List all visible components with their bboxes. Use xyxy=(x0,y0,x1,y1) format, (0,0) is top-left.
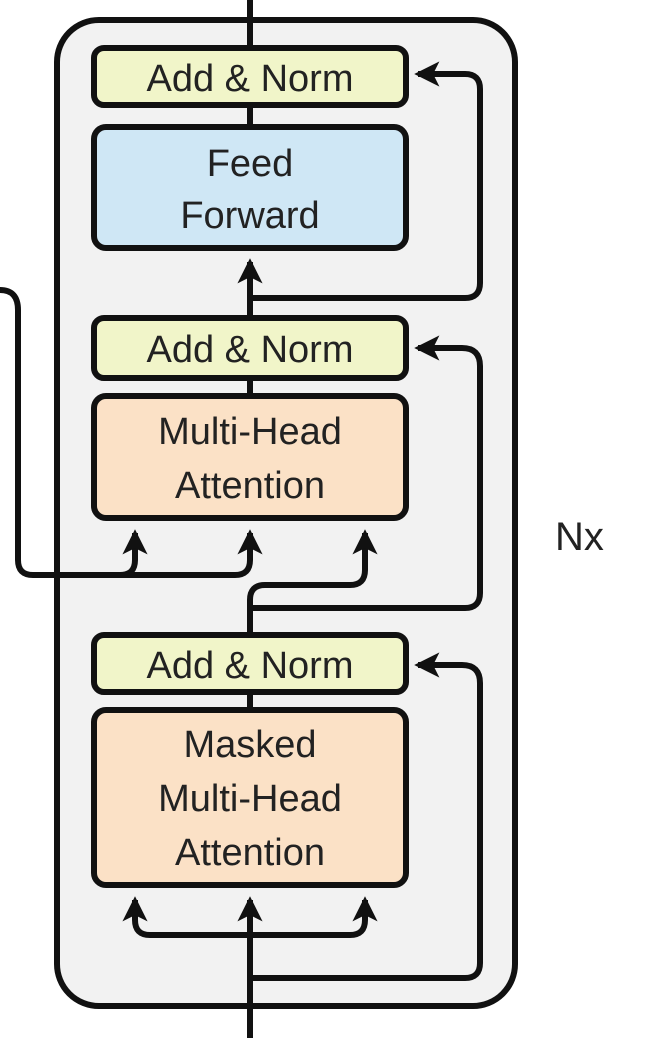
masked-attention-label-line2: Multi-Head xyxy=(158,778,342,820)
multi-head-attention-label-line1: Multi-Head xyxy=(158,411,342,453)
repeat-count-label: Nx xyxy=(555,515,604,559)
add-norm-label-bottom: Add & Norm xyxy=(147,645,354,687)
multi-head-attention-block: Multi-Head Attention xyxy=(91,393,409,521)
add-norm-label-top: Add & Norm xyxy=(147,58,354,100)
add-norm-block-bottom: Add & Norm xyxy=(91,632,409,695)
residual-bottom xyxy=(250,652,483,981)
encoder-output-line xyxy=(0,287,148,578)
multi-head-attention-label-line2: Attention xyxy=(175,465,325,507)
feed-forward-label-line1: Feed xyxy=(207,143,294,185)
residual-top xyxy=(250,61,483,301)
add-norm-block-top: Add & Norm xyxy=(91,45,409,108)
add-norm-label-middle: Add & Norm xyxy=(147,329,354,371)
masked-input-left-arrow xyxy=(122,896,250,938)
masked-input-right-arrow xyxy=(250,896,378,938)
encoder-output-branch xyxy=(120,529,263,578)
feed-forward-label-line2: Forward xyxy=(180,195,319,237)
masked-multi-head-attention-block: Masked Multi-Head Attention xyxy=(91,707,409,888)
feed-forward-block: Feed Forward xyxy=(91,124,409,251)
masked-attention-label-line1: Masked xyxy=(183,724,316,766)
add-norm-block-middle: Add & Norm xyxy=(91,315,409,381)
masked-attention-label-line3: Attention xyxy=(175,832,325,874)
flow-addnorm-to-attention xyxy=(247,529,378,690)
residual-middle xyxy=(250,335,483,611)
